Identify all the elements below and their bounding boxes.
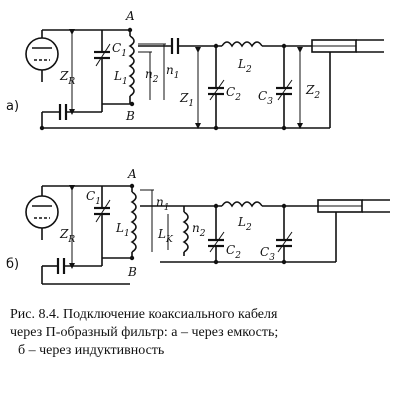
c1-label: C1 <box>112 41 127 59</box>
panel-a-label: а) <box>6 99 19 114</box>
circuit-diagrams: A B ZR C1 L1 n2 n1 Z1 C2 L2 C3 Z2 а) <box>6 9 390 285</box>
l1-label-b: L1 <box>115 221 130 239</box>
node-b-label: B <box>125 109 135 123</box>
c1-label-b: C1 <box>86 189 101 207</box>
node-a-label-b: A <box>127 167 137 181</box>
c2-label: C2 <box>226 85 241 103</box>
caption-line-1: Рис. 8.4. Подключение коаксиального кабе… <box>10 307 278 322</box>
coil-l2-a <box>221 41 263 48</box>
z1-label: Z1 <box>179 91 194 109</box>
zr-label-b: ZR <box>59 227 75 245</box>
figure-caption: Рис. 8.4. Подключение коаксиального кабе… <box>10 306 410 360</box>
z2-label: Z2 <box>305 83 320 101</box>
tube-a-envelope <box>25 37 59 71</box>
node-b-label-b: B <box>127 265 137 279</box>
l2-label: L2 <box>237 57 252 75</box>
zr-label: ZR <box>59 69 75 87</box>
c3-label-b: C3 <box>260 245 275 263</box>
caption-line-3: б – через индуктивность <box>18 343 165 358</box>
c3-label: C3 <box>258 89 273 107</box>
diagram-a <box>25 29 384 129</box>
caption-line-2: через П-образный фильтр: а – через емкос… <box>10 325 279 340</box>
n2-label-b: n2 <box>192 221 206 239</box>
c2-label-b: C2 <box>226 243 241 261</box>
n2-label: n2 <box>145 67 159 85</box>
tube-b-envelope <box>25 195 59 229</box>
coil-l1-b <box>130 191 137 253</box>
panel-b-label: б) <box>6 257 19 272</box>
coil-lk <box>182 211 189 253</box>
diagram-b <box>25 185 390 285</box>
node-a-label: A <box>125 9 135 23</box>
l2-label-b: L2 <box>237 215 252 233</box>
lk-label: LK <box>157 227 174 245</box>
n1-label: n1 <box>166 63 179 81</box>
l1-label: L1 <box>113 69 128 87</box>
coil-l2-b <box>221 201 263 208</box>
n1-label-b: n1 <box>156 195 169 213</box>
coil-l1-a <box>128 35 135 97</box>
